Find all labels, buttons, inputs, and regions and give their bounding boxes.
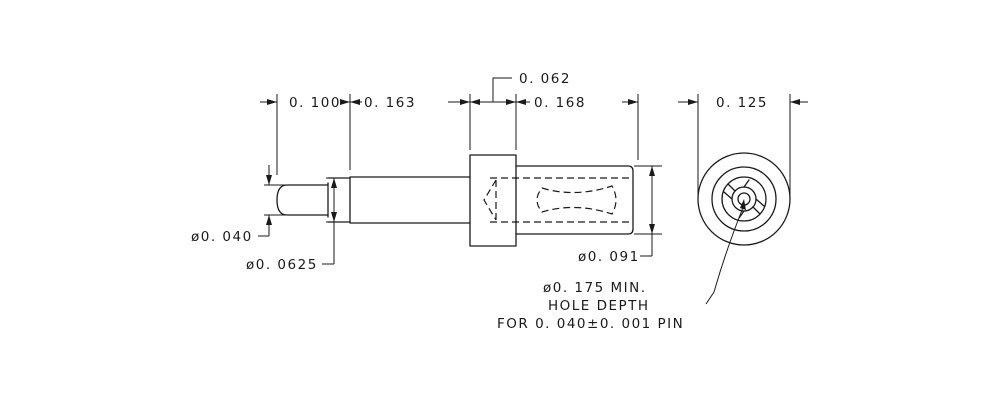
pin-body xyxy=(327,176,471,224)
dim-label-0125: 0. 125 xyxy=(716,95,768,111)
dim-label-0163: 0. 163 xyxy=(364,95,416,111)
dim-label-0100: 0. 100 xyxy=(289,95,341,111)
pin-tip xyxy=(276,184,329,216)
dim-label-dia-0040: ø0. 040 xyxy=(191,229,253,245)
dimension-lines-diameter xyxy=(258,165,746,305)
hole-note-line-3: FOR 0. 040±0. 001 PIN xyxy=(497,316,684,332)
collar xyxy=(469,154,517,247)
dimension-labels: 0. 100 0. 163 0. 062 0. 168 0. 125 ø0. 0… xyxy=(191,71,768,273)
end-view-socket-circle xyxy=(721,176,767,222)
dim-label-dia-0091: ø0. 091 xyxy=(578,249,640,265)
end-view xyxy=(697,152,791,246)
dim-label-0168: 0. 168 xyxy=(534,95,586,111)
end-view-spring-leaves xyxy=(723,179,765,219)
side-view xyxy=(276,154,634,247)
dim-label-dia-0625: ø0. 0625 xyxy=(246,257,318,273)
hidden-drill-point xyxy=(483,179,497,221)
spring-slot-outline xyxy=(536,185,617,215)
hole-note: ø0. 175 MIN. HOLE DEPTH FOR 0. 040±0. 00… xyxy=(497,280,684,332)
end-view-collar-circle xyxy=(711,166,777,232)
socket-sleeve xyxy=(515,165,634,235)
dim-label-0062: 0. 062 xyxy=(519,71,571,87)
hole-note-line-1: ø0. 175 MIN. xyxy=(543,280,647,296)
hole-note-line-2: HOLE DEPTH xyxy=(548,298,650,314)
dimension-lines-horizontal xyxy=(260,77,808,195)
end-view-outer-circle xyxy=(697,152,791,246)
